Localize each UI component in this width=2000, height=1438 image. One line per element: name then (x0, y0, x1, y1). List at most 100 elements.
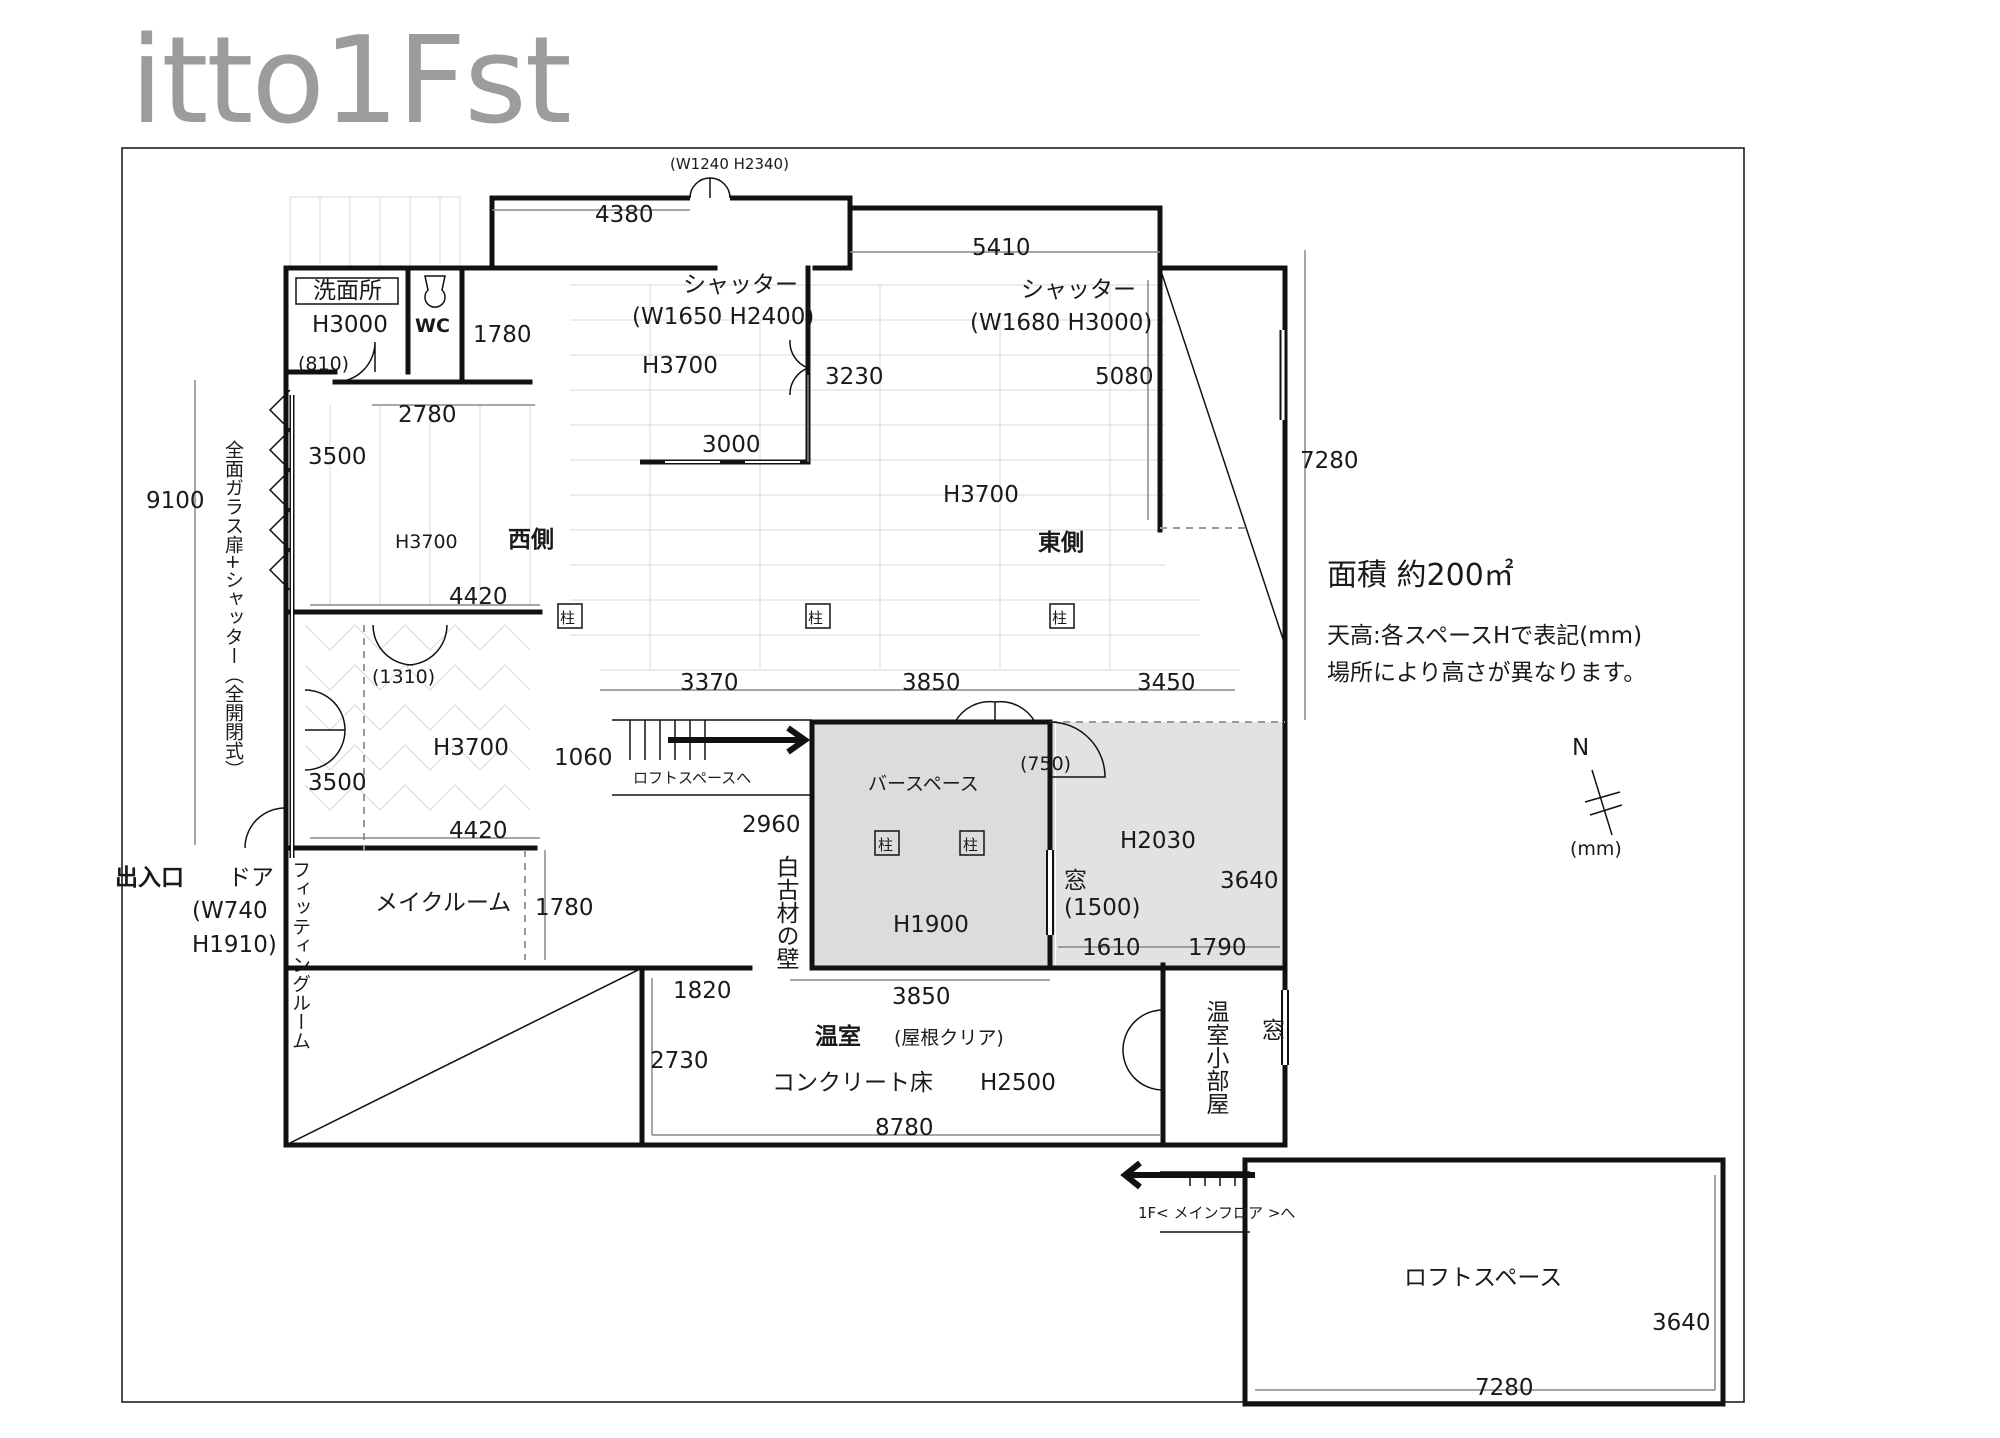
loft-space-label: ロフトスペース (1404, 1265, 1562, 1291)
compass-north: N (1572, 735, 1589, 761)
area-label: 面積 約200㎡ (1327, 558, 1514, 593)
dim-8780: 8780 (875, 1115, 934, 1141)
pillar-label-5: 柱 (963, 836, 978, 854)
greenhouse-label: 温室 (815, 1023, 861, 1050)
dim-1780b: 1780 (535, 895, 594, 921)
double-door-1310 (372, 624, 448, 666)
west-floor-pattern (329, 405, 531, 605)
small-room-door (1122, 1009, 1164, 1091)
pillar-box (805, 603, 831, 629)
dim-2960: 2960 (742, 812, 801, 838)
labels: (W1240 H2340) 4380 5410 洗面所 WC H3000 (81… (115, 155, 1711, 1401)
ceiling-note-1: 天高:各スペースHで表記(mm) (1327, 623, 1642, 649)
dim-3640a: 3640 (1220, 868, 1279, 894)
dim-3450: 3450 (1137, 670, 1196, 696)
top-steps (289, 196, 461, 270)
greenhouse-note: (屋根クリア) (894, 1027, 1004, 1049)
dim-1060: 1060 (554, 745, 613, 771)
dim-4380: 4380 (595, 202, 654, 228)
fitting-room-label: フィッティングルーム (289, 860, 311, 1050)
dim-1790: 1790 (1188, 935, 1247, 961)
dim-9100: 9100 (146, 488, 205, 514)
dim-1780a: 1780 (473, 322, 532, 348)
loft-back-arrow-icon (1120, 1160, 1255, 1190)
dim-1610: 1610 (1082, 935, 1141, 961)
dim-2780: 2780 (398, 402, 457, 428)
dim-2730: 2730 (650, 1048, 709, 1074)
washroom-label-box (295, 277, 399, 305)
door-height: H1910) (192, 932, 277, 958)
dim-3850b: 3850 (892, 984, 951, 1010)
shutter-2-size: (W1680 H3000) (970, 310, 1152, 336)
shutter-1-size: (W1650 H2400) (632, 304, 814, 330)
glass-door-label: 全面ガラス扉+シャッター（全開閉式） (222, 440, 244, 779)
bar-height: H1900 (893, 912, 969, 938)
loft-arrow-icon (668, 725, 811, 755)
small-window-label: 窓 (1262, 1018, 1285, 1044)
dim-7280a: 7280 (1300, 448, 1359, 474)
washroom-label: 洗面所 (313, 278, 382, 304)
toilet-icon (424, 275, 446, 308)
pillar-box (959, 830, 985, 856)
dim-4420a: 4420 (449, 584, 508, 610)
door-750-label: (750) (1020, 753, 1071, 775)
greenhouse-height: H2500 (980, 1070, 1056, 1096)
pillar-box (1049, 603, 1075, 629)
dim-5080: 5080 (1095, 364, 1154, 390)
west-side-label: 西側 (508, 527, 554, 553)
bar-double-door (954, 700, 1036, 723)
loft-stairs-label: ロフトスペースへ (633, 769, 751, 787)
loft-back-label: 1F< メインフロア >へ (1138, 1204, 1295, 1222)
door-810-label: (810) (298, 353, 349, 375)
hatched-room-height: H3700 (433, 735, 509, 761)
site-border (121, 147, 1745, 1403)
entrance-label: 出入口 (115, 865, 184, 891)
door-750 (1049, 721, 1106, 778)
dim-3640b: 3640 (1652, 1310, 1711, 1336)
window-label: 窓 (1064, 868, 1087, 894)
shutter-1-door (789, 339, 809, 396)
top-door-size: (W1240 H2340) (670, 155, 789, 173)
top-double-door (689, 177, 731, 201)
dimension-lines (194, 209, 1716, 1391)
bar-space-label: バースペース (868, 773, 979, 795)
pillar-label-1: 柱 (560, 609, 575, 627)
unit-label: (mm) (1570, 838, 1622, 860)
main-height-1: H3700 (642, 353, 718, 379)
east-side-label: 東側 (1038, 530, 1084, 556)
dim-1820: 1820 (673, 978, 732, 1004)
plan-title: itto1Fst (130, 12, 572, 151)
loft-return-stairs (1160, 1171, 1250, 1233)
dim-4420b: 4420 (449, 818, 508, 844)
dim-3370: 3370 (680, 670, 739, 696)
pillar-label-2: 柱 (808, 609, 823, 627)
glass-door-fold-icon (268, 389, 292, 591)
entrance-door (244, 807, 286, 849)
pillar-box (874, 830, 900, 856)
side-room-height: H2030 (1120, 828, 1196, 854)
door-width: (W740 (192, 898, 268, 924)
concrete-floor-label: コンクリート床 (772, 1070, 933, 1096)
pillar-label-4: 柱 (878, 836, 893, 854)
door-label: ドア (228, 865, 274, 891)
wc-label: WC (415, 315, 450, 337)
pillar-label-3: 柱 (1052, 609, 1067, 627)
door-1310-label: (1310) (372, 666, 435, 688)
main-floor-pattern (570, 284, 1240, 671)
shutter-2-label: シャッター (1021, 277, 1136, 303)
small-room-label: 温室小部屋 (1202, 1000, 1230, 1115)
pillar-box (557, 603, 583, 629)
window-size: (1500) (1064, 895, 1140, 921)
main-height-2: H3700 (943, 482, 1019, 508)
west-room-height: H3700 (395, 531, 458, 553)
dim-3500b: 3500 (308, 770, 367, 796)
dim-7280b: 7280 (1475, 1375, 1534, 1401)
white-wall-label: 白古材の壁 (772, 855, 800, 970)
dim-3000: 3000 (702, 432, 761, 458)
compass-icon (1584, 769, 1623, 836)
hatched-room-door (304, 689, 346, 771)
make-room-label: メイクルーム (375, 890, 511, 916)
dim-3850a: 3850 (902, 670, 961, 696)
shutter-1-label: シャッター (683, 272, 798, 298)
